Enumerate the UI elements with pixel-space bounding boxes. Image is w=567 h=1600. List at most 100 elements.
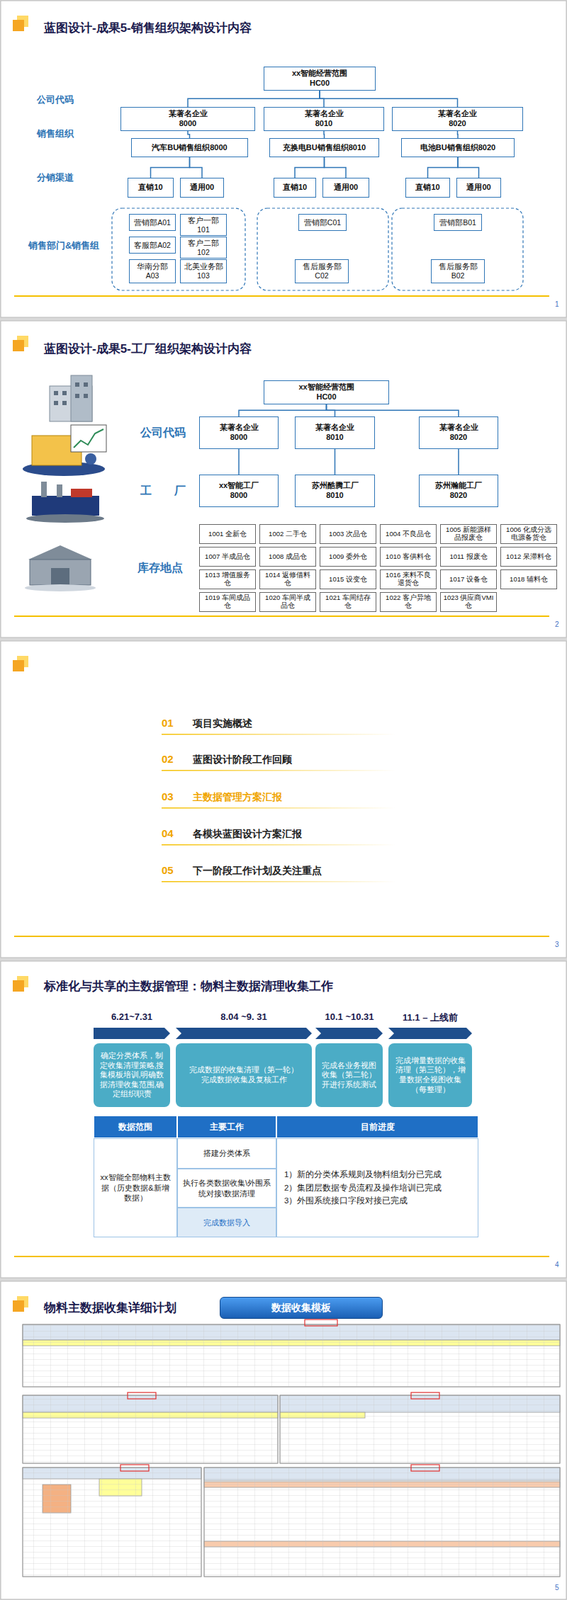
rowlab-label: 销售部门&销售组 (28, 239, 100, 253)
tree-connector (457, 449, 460, 475)
td-box: xx智能全部物料主数据（历史数据&新增数据） (93, 1138, 178, 1239)
box-text: 确定分类体系，制定收集清理策略,搜集模板培训,明确数据清理收集范围,确定组织职责 (97, 1051, 166, 1100)
box-text: 1023 供应商VMI仓 (442, 594, 494, 611)
box-text: 电池BU销售组织8020 (420, 143, 496, 154)
box-text: 售后服务部 C02 (297, 262, 346, 280)
box-text: 营销部A01 (133, 218, 171, 228)
box-text: 苏州瀚能工厂 (435, 481, 482, 492)
tree-connector (326, 404, 460, 418)
box-text: 3）外围系统接口字段对接已完成 (284, 1194, 408, 1208)
box-text: 数据范围 (118, 1121, 153, 1134)
sm-box: 售后服务部 C02 (294, 259, 349, 284)
box-text: 2）集团层数据专员流程及操作培训已完成 (284, 1182, 442, 1195)
box-text: xx智能全部物料主数据（历史数据&新增数据） (98, 1172, 173, 1205)
org-box: 通用00 (456, 177, 502, 198)
box-text: 1020 车间半成品仓 (262, 594, 314, 611)
tree-connector (457, 131, 459, 139)
box-text: 某著名企业 (439, 423, 479, 434)
tree-connector (428, 157, 459, 178)
box-text: 1015 设变仓 (328, 576, 368, 585)
sm-box: 售后服务部 B02 (430, 259, 485, 284)
teal-box: 完成增量数据的收集清理（第三轮），增量数据全视图收集（每整理） (388, 1043, 473, 1108)
tree-connector (324, 157, 347, 178)
agtext-label: 项目实施概述 (192, 717, 253, 731)
agtext-label: 下一阶段工作计划及关注重点 (192, 865, 322, 879)
org-box: 某著名企业8020 (391, 107, 524, 132)
cell-box: 1019 车间成品仓 (199, 592, 256, 613)
tree-connector (323, 131, 325, 139)
cell-box: 1010 客供料仓 (379, 547, 437, 567)
box-text: 1）新的分类体系规则及物料组划分已完成 (284, 1168, 442, 1182)
pnum-label: 1 (554, 300, 560, 309)
box-text: 主要工作 (209, 1121, 244, 1134)
org-box: 某著名企业8000 (120, 107, 256, 132)
box-text: xx智能经营范围 (292, 68, 348, 79)
sm-box: 营销部C01 (298, 214, 347, 232)
org-box: 苏州酷腾工厂8010 (294, 474, 375, 508)
sm-box: 营销部A01 (128, 214, 176, 232)
tree-connector (187, 131, 190, 139)
rowlab2-label: 工 厂 (140, 484, 186, 499)
box-text: 营销部B01 (439, 218, 477, 228)
org-box: xx智能经营范围HC00 (263, 66, 376, 91)
box-text: 完成数据的收集清理（第一轮） (189, 1065, 299, 1076)
pnum-label: 5 (554, 1584, 560, 1593)
box-text: 8020 (450, 433, 468, 443)
agnum-label: 01 (161, 717, 174, 730)
sm-box: 客户一部101 (180, 214, 227, 237)
th-box: 主要工作 (177, 1116, 277, 1139)
tdl-box: 1）新的分类体系规则及物料组划分已完成2）集团层数据专员流程及操作培训已完成3）… (276, 1138, 479, 1239)
org-box: 某著名企业8000 (199, 416, 279, 450)
cell-box: 1002 二手仓 (259, 524, 317, 545)
box-text: 直销10 (138, 182, 163, 193)
cell-box: 1005 新能源样品报废仓 (440, 524, 497, 545)
agtextHi-label: 主数据管理方案汇报 (192, 791, 283, 805)
box-text: 某著名企业 (315, 423, 355, 434)
box-text: 某著名企业 (304, 109, 344, 120)
cell-box: 1001 全新仓 (199, 524, 256, 545)
sm-box: 营销部B01 (433, 214, 482, 232)
box-text: 1009 委外仓 (328, 553, 368, 562)
box-text: 1022 客户异地仓 (382, 594, 434, 611)
box-text: 数据收集模板 (271, 1302, 331, 1316)
box-text: 1002 二手仓 (268, 530, 307, 539)
btn-box: 数据收集模板 (219, 1297, 383, 1320)
box-text: 1001 全新仓 (208, 530, 247, 539)
org-box: xx智能工厂8000 (199, 474, 279, 508)
box-text: 1016 来料不良退货仓 (382, 571, 434, 588)
box-text: 直销10 (282, 182, 307, 193)
agnum-label: 04 (161, 827, 174, 840)
cell-box: 1009 委外仓 (319, 547, 377, 567)
org-box: 汽车BU销售组织8000 (131, 138, 249, 158)
box-text: 某著名企业 (219, 423, 259, 434)
box-text: 华南分部A03 (131, 262, 173, 280)
pnum-label: 3 (554, 941, 560, 950)
td-box: 搭建分类体系 (177, 1138, 277, 1170)
date-label: 10.1 ~10.31 (306, 1012, 392, 1023)
box-text: 通用00 (333, 182, 358, 193)
sm-box: 客户二部102 (180, 236, 227, 259)
teal-box: 确定分类体系，制定收集清理策略,搜集模板培训,明确数据清理收集范围,确定组织职责 (93, 1043, 171, 1108)
box-text: xx智能经营范围 (298, 382, 354, 393)
box-text: 1005 新能源样品报废仓 (442, 526, 494, 543)
agnum-label: 03 (161, 790, 174, 804)
box-text: 1014 返修借料仓 (262, 571, 314, 588)
cell-box: 1003 次品仓 (319, 524, 377, 545)
cell-box: 1023 供应商VMI仓 (440, 592, 497, 613)
org-box: 某著名企业8010 (294, 416, 375, 450)
box-text: 客户一部101 (182, 216, 224, 234)
agtext-label: 蓝图设计阶段工作回顾 (192, 754, 293, 767)
box-text: 1010 客供料仓 (385, 553, 431, 562)
org-box: 某著名企业8020 (418, 416, 499, 450)
org-box: xx智能经营范围HC00 (263, 380, 390, 405)
cell-box: 1007 半成品仓 (199, 547, 256, 567)
box-text: 完成各业务视图收集（第二轮）开进行系统测试 (319, 1061, 379, 1091)
teal-box: 完成各业务视图收集（第二轮）开进行系统测试 (315, 1043, 383, 1108)
cell-box: 1022 客户异地仓 (379, 592, 437, 613)
rowlab-label: 销售组织 (36, 127, 74, 141)
org-box: 直销10 (405, 177, 451, 198)
agtext-label: 各模块蓝图设计方案汇报 (192, 828, 302, 842)
